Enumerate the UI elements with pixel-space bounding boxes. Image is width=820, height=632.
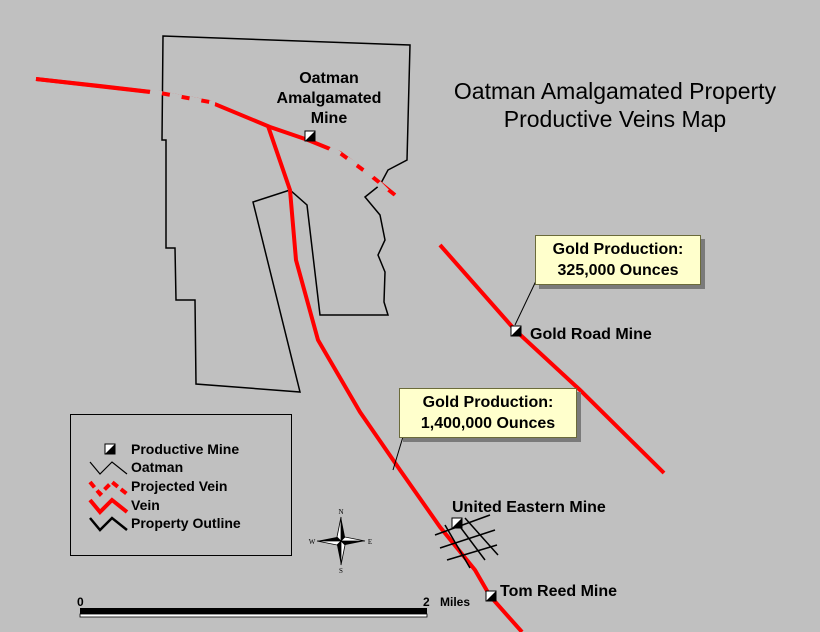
legend-productive-mine: Productive Mine — [131, 441, 240, 457]
gold-road-mine-label: Gold Road Mine — [530, 326, 652, 343]
legend-oatman-icon — [89, 461, 128, 475]
projected-vein-dashes — [149, 89, 443, 248]
legend-vein: Vein — [131, 497, 160, 513]
mine-symbol-oatman-amalgamated — [304, 130, 316, 142]
scale-start-label: 0 — [77, 595, 84, 609]
legend-property-outline: Property Outline — [131, 515, 241, 531]
map-title-line2: Productive Veins Map — [503, 106, 727, 132]
legend-projected-vein: Projected Vein — [131, 478, 228, 494]
compass-w: W — [309, 538, 316, 546]
legend-oatman: Oatman — [131, 459, 184, 475]
compass-n: N — [338, 508, 343, 516]
compass-e: E — [368, 538, 372, 546]
mine-symbol-united-eastern — [451, 517, 463, 529]
tom-reed-mine-label: Tom Reed Mine — [500, 583, 618, 600]
legend-mine-icon — [104, 443, 116, 455]
legend-symbols — [88, 443, 129, 532]
vein-main — [266, 125, 524, 632]
compass-s: S — [339, 567, 343, 575]
legend-vein-icon — [88, 497, 129, 515]
oatman-amalgamated-mine-label: Oatman Amalgamated Mine — [276, 70, 382, 127]
compass-rose-icon: N S E W — [309, 508, 372, 575]
legend-projected-vein-icon — [88, 479, 129, 497]
vein-gold-road-east — [438, 243, 666, 475]
callout-gold-road-production: Gold Production: 325,000 Ounces — [535, 235, 701, 285]
mine-symbol-tom-reed — [485, 590, 497, 602]
scale-end-label: 2 — [423, 595, 430, 609]
mine-symbol-gold-road — [510, 325, 522, 337]
scale-unit-label: Miles — [440, 595, 471, 609]
united-eastern-mine-label: United Eastern Mine — [452, 499, 606, 516]
callout-main-vein-production: Gold Production: 1,400,000 Ounces — [399, 388, 577, 438]
legend-property-outline-icon — [89, 516, 128, 532]
legend-box: Productive Mine Oatman Projected Vein Ve… — [70, 414, 292, 556]
map-title-line1: Oatman Amalgamated Property — [453, 78, 777, 104]
vein-gold-road-solid — [35, 77, 151, 94]
scale-bar — [79, 608, 428, 618]
